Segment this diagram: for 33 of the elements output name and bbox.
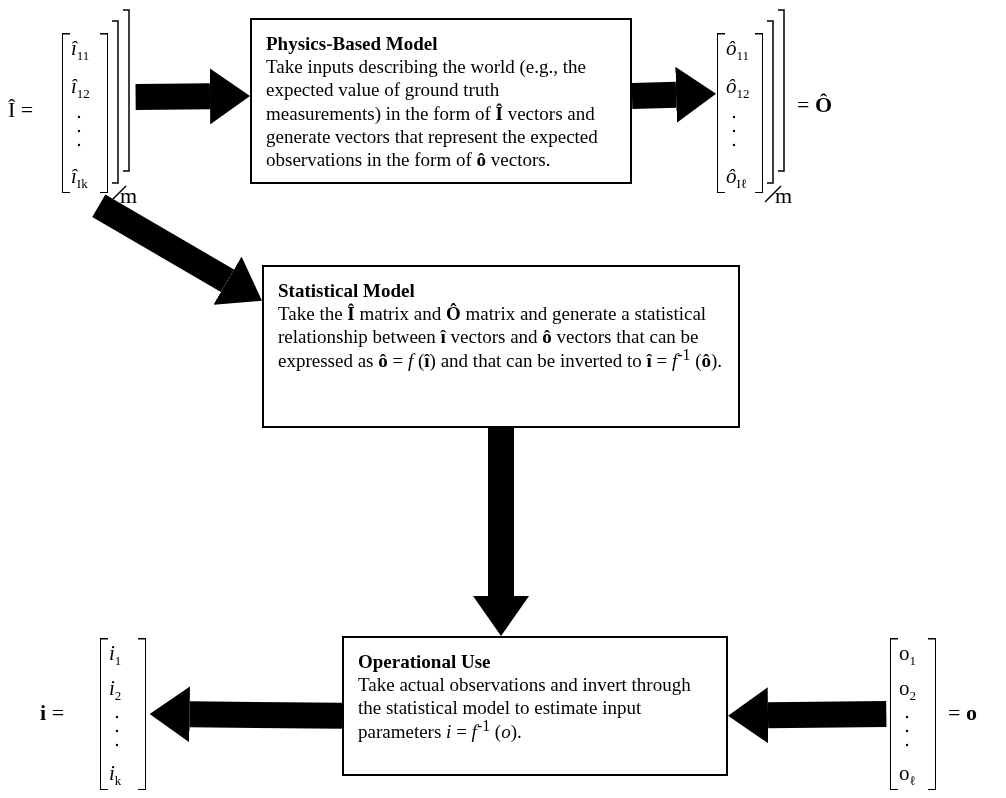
matrix-label: i =	[40, 700, 65, 726]
matrix-entry: î$_{11}$	[71, 37, 91, 60]
matrix-entry: î$_{12}$	[71, 75, 91, 98]
block-arrow	[631, 66, 717, 123]
block-arrow	[92, 194, 262, 305]
matrix-entry: î$_{Ik}$	[71, 164, 89, 187]
matrix-entry: o$_{2}$	[899, 677, 917, 700]
matrix-label: m	[775, 183, 793, 209]
block-arrow	[135, 68, 250, 125]
box-description: Take inputs describing the world (e.g., the expected value of ground truth measurements) in the form of Î vectors and generate vectors that represent the expected observations in the form of ô vectors.	[266, 55, 599, 172]
box-title: Operational Use	[358, 650, 492, 674]
matrix-label: = Ô	[797, 92, 833, 118]
block-arrow	[473, 428, 530, 636]
box-description: Take the Î matrix and Ô matrix and generate a statistical relationship between î vectors and ô vectors that can be expressed as ô = f (î) and that can be inverted to î = f$^{-1}$ (ô).	[278, 302, 724, 372]
box-description: Take actual observations and invert through the statistical model to estimate input parameters i = f$^{-1}$ (o).	[358, 673, 692, 743]
box-title: Physics-Based Model	[266, 32, 439, 56]
matrix-entry: o$_{ℓ}$	[899, 761, 917, 784]
matrix-label: Î =	[8, 97, 34, 123]
block-arrow	[728, 687, 887, 744]
block-arrow	[149, 686, 343, 743]
process-box	[250, 18, 632, 184]
matrix-entry: o$_{1}$	[899, 642, 917, 665]
matrix-entry: ô$_{12}$	[726, 75, 751, 98]
matrix-entry: ô$_{11}$	[726, 37, 751, 60]
process-box	[342, 636, 728, 776]
process-box	[262, 265, 740, 428]
matrix-label: m	[120, 183, 138, 209]
matrix-entry: i$_{1}$	[109, 642, 123, 665]
matrix-label: = o	[948, 700, 977, 726]
box-title: Statistical Model	[278, 279, 416, 303]
matrix-entry: i$_{k}$	[109, 761, 123, 784]
matrix-entry: i$_{2}$	[109, 677, 123, 700]
matrix-entry: ô$_{Iℓ}$	[726, 164, 749, 187]
